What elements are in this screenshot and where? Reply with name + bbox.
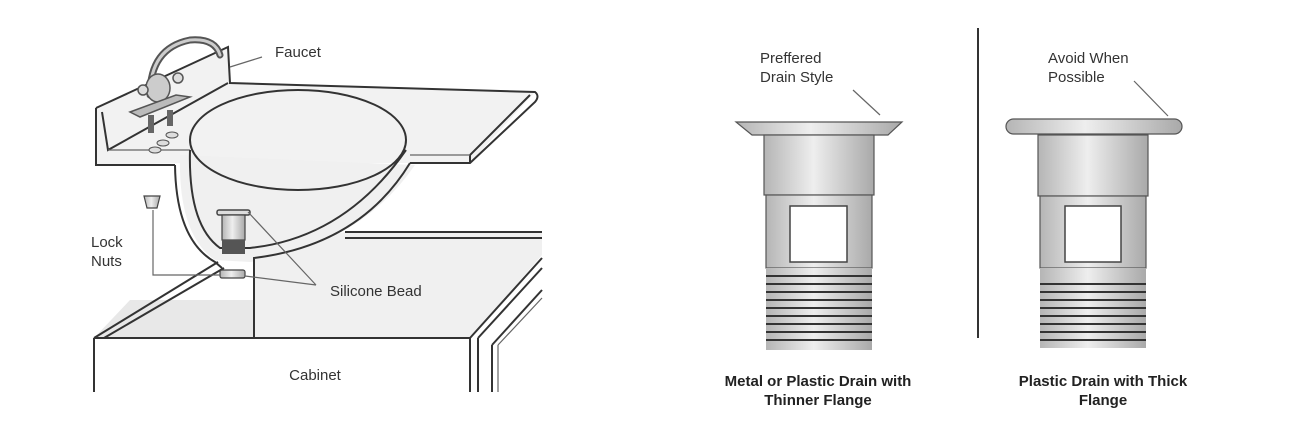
drain-threads xyxy=(766,268,872,350)
countertop xyxy=(95,45,539,166)
avoid-drain: Avoid When Possible Plastic Drain with T… xyxy=(1005,50,1188,409)
preferred-note: Preffered xyxy=(760,50,821,67)
avoid-note: Avoid When xyxy=(1048,50,1129,67)
preferred-drain: Preffered Drain Style Metal or Plastic D… xyxy=(725,50,912,409)
lock-nuts-label: Lock xyxy=(91,234,123,251)
cabinet xyxy=(93,231,543,392)
sink-drain xyxy=(216,209,251,279)
lock-nut xyxy=(143,195,161,209)
preferred-note-2: Drain Style xyxy=(760,69,833,86)
sink-illustration: Faucet Lock Nuts Silicone Bead Cabinet xyxy=(91,36,543,392)
drain-threads xyxy=(1040,268,1146,348)
preferred-caption: Metal or Plastic Drain with xyxy=(725,373,912,390)
avoid-caption-2: Flange xyxy=(1079,392,1127,409)
avoid-caption: Plastic Drain with Thick xyxy=(1019,373,1188,390)
preferred-caption-2: Thinner Flange xyxy=(764,392,872,409)
lock-nuts-label-2: Nuts xyxy=(91,253,122,270)
faucet-leader xyxy=(229,56,263,68)
silicone-bead-leader xyxy=(244,211,317,286)
faucet xyxy=(128,36,224,154)
silicone-bead-label: Silicone Bead xyxy=(330,283,422,300)
lock-nuts-leader xyxy=(152,210,220,276)
avoid-note-2: Possible xyxy=(1048,69,1105,86)
cabinet-label: Cabinet xyxy=(289,367,342,384)
faucet-label: Faucet xyxy=(275,44,322,61)
